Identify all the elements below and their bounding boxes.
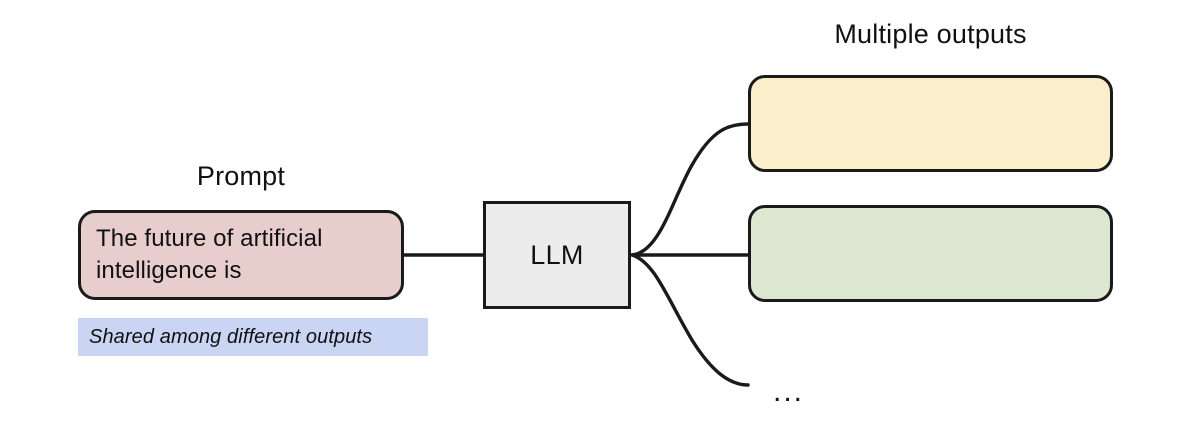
prompt-box: The future of artificial intelligence is [78, 210, 404, 300]
llm-box: LLM [483, 201, 631, 309]
shared-note-label: Shared among different outputs [89, 325, 373, 348]
ellipsis-more-outputs: ... [773, 375, 805, 408]
edge-llm-to-output-1 [630, 122, 750, 257]
edge-llm-to-ellipsis [630, 253, 750, 387]
outputs-title: Multiple outputs [834, 19, 1027, 49]
prompt-title: Prompt [196, 161, 286, 191]
prompt-text: The future of artificial intelligence is [96, 225, 323, 284]
llm-label: LLM [530, 239, 584, 270]
output-box-2 [748, 205, 1113, 302]
output-box-1 [748, 75, 1113, 172]
shared-note-badge: Shared among different outputs [78, 318, 428, 356]
